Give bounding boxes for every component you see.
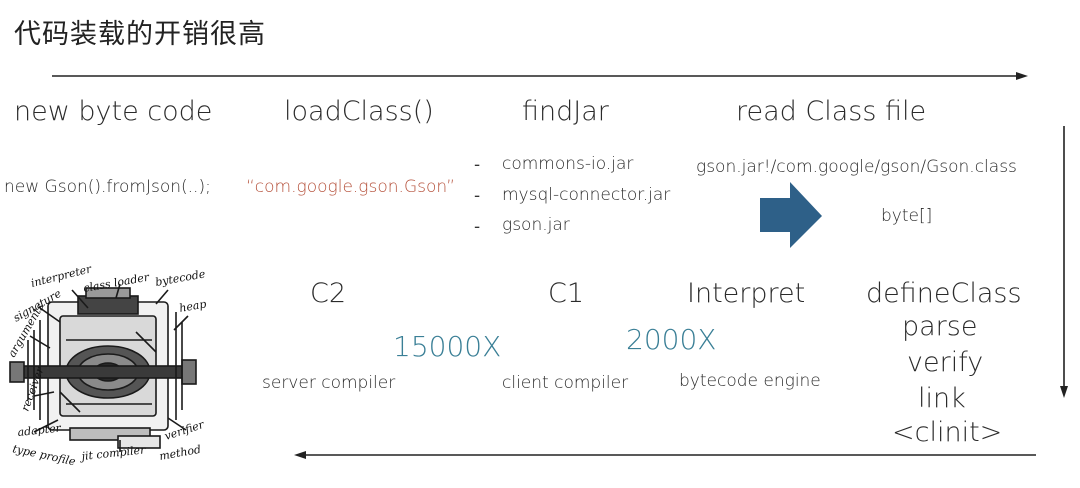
detail-class-name: “com.google.gson.Gson”	[246, 177, 456, 197]
jar-item-3: gson.jar	[502, 215, 570, 235]
speed-c2: 15000X	[393, 330, 502, 363]
detail-class-path: gson.jar!/com.google/gson/Gson.class	[696, 157, 1017, 177]
sketch-label-bytecode: bytecode	[154, 267, 206, 289]
detail-bytes: byte[]	[881, 206, 933, 226]
top-flow-arrowhead	[1016, 72, 1028, 80]
define-step-link: link	[918, 383, 966, 414]
sketch-label-verifier: verifier	[163, 418, 206, 443]
stage-define-class: defineClass	[866, 278, 1022, 309]
stage-new-byte-code: new byte code	[14, 96, 213, 127]
jar-bullet-2: -	[474, 186, 481, 206]
jar-item-1: commons-io.jar	[502, 154, 634, 174]
stage-interpret: Interpret	[687, 278, 806, 309]
label-server-compiler: server compiler	[262, 373, 396, 393]
stage-read-class-file: read Class file	[736, 96, 927, 127]
speed-c1: 2000X	[626, 323, 717, 356]
jar-bullet-3: -	[474, 217, 481, 237]
stage-c2: C2	[310, 278, 347, 309]
stage-load-class: loadClass()	[284, 96, 434, 127]
jar-bullet-1: -	[474, 155, 481, 175]
label-client-compiler: client compiler	[502, 373, 629, 393]
sketch-label-method: method	[158, 443, 202, 463]
jar-item-2: mysql-connector.jar	[502, 185, 671, 205]
detail-new-gson: new Gson().fromJson(..);	[4, 177, 211, 197]
right-flow-arrowhead	[1060, 386, 1068, 398]
define-step-parse: parse	[902, 311, 978, 342]
bottom-flow-arrowhead	[294, 451, 306, 459]
stage-find-jar: findJar	[522, 96, 609, 127]
sketch-label-heap: heap	[178, 297, 207, 315]
stage-c1: C1	[548, 278, 585, 309]
define-step-verify: verify	[907, 347, 984, 378]
blue-arrow-icon	[760, 182, 822, 248]
sketch-label-jit-compiler: jit compiler	[78, 443, 147, 463]
define-step-clinit: <clinit>	[892, 417, 1003, 448]
sketch-label-type-profile: type profile	[11, 442, 77, 468]
slide-title: 代码装载的开销很高	[14, 19, 266, 50]
engine-sketch-drawing	[9, 283, 197, 452]
sketch-label-adapter: adapter	[17, 421, 62, 439]
label-bytecode-engine: bytecode engine	[679, 371, 821, 391]
